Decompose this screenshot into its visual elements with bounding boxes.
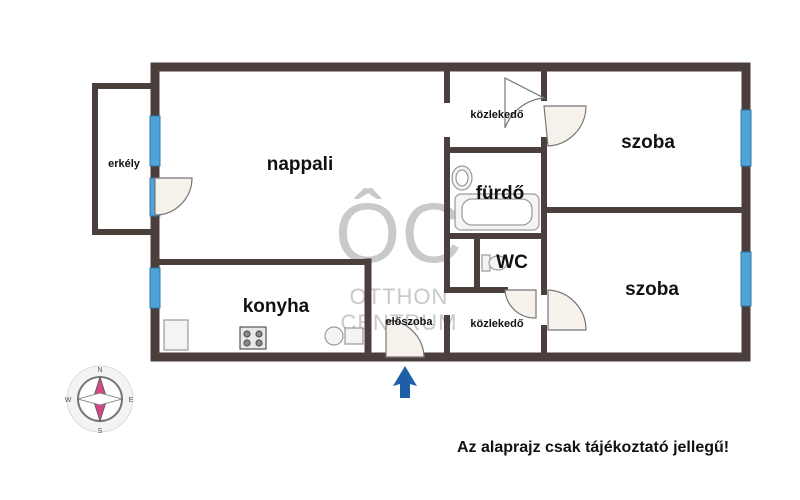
fridge-icon [163,319,189,351]
doors [154,77,587,358]
compass-west: W [65,397,72,404]
door-swing-icon [547,289,587,331]
window-szoba-top [740,109,752,167]
compass-rose-icon: N S E W [65,365,134,435]
door-swing-icon [504,289,537,319]
door-swing-icon [543,105,587,147]
toilet-icon [481,254,508,272]
balcony-wall [92,83,158,235]
label-konyha: konyha [243,296,310,317]
label-furdo: fürdő [476,183,525,204]
door-swing-icon [504,77,547,129]
compass-north: N [97,367,102,374]
fixtures [163,165,540,351]
label-szoba-top: szoba [621,132,675,153]
label-wc: WC [496,252,528,273]
sink-icon [451,165,473,191]
window-konyha [149,267,161,309]
room-labels: erkély nappali közlekedő szoba fürdő WC … [108,109,679,330]
label-eloszoba: előszoba [385,316,433,328]
label-kozlekedo-bottom: közlekedő [470,318,523,330]
stove-icon [239,326,267,350]
label-szoba-bottom: szoba [625,279,679,300]
disclaimer-text: Az alaprajz csak tájékoztató jellegű! [457,439,730,456]
watermark-logo-mark: ÔC [335,186,463,280]
window-szoba-bottom [740,251,752,307]
label-kozlekedo-top: közlekedő [470,109,523,121]
compass-east: E [129,397,134,404]
window-nappali-1 [149,115,161,167]
watermark-line-otthon: OTTHON [350,284,449,309]
compass-south: S [98,428,103,435]
door-swing-icon [385,319,425,358]
entrance-arrow-icon [393,366,417,398]
label-erkely: erkély [108,158,141,170]
label-nappali: nappali [267,154,334,175]
sink-icon [324,326,364,346]
bathtub-icon [454,193,540,231]
door-swing-icon [154,177,193,216]
